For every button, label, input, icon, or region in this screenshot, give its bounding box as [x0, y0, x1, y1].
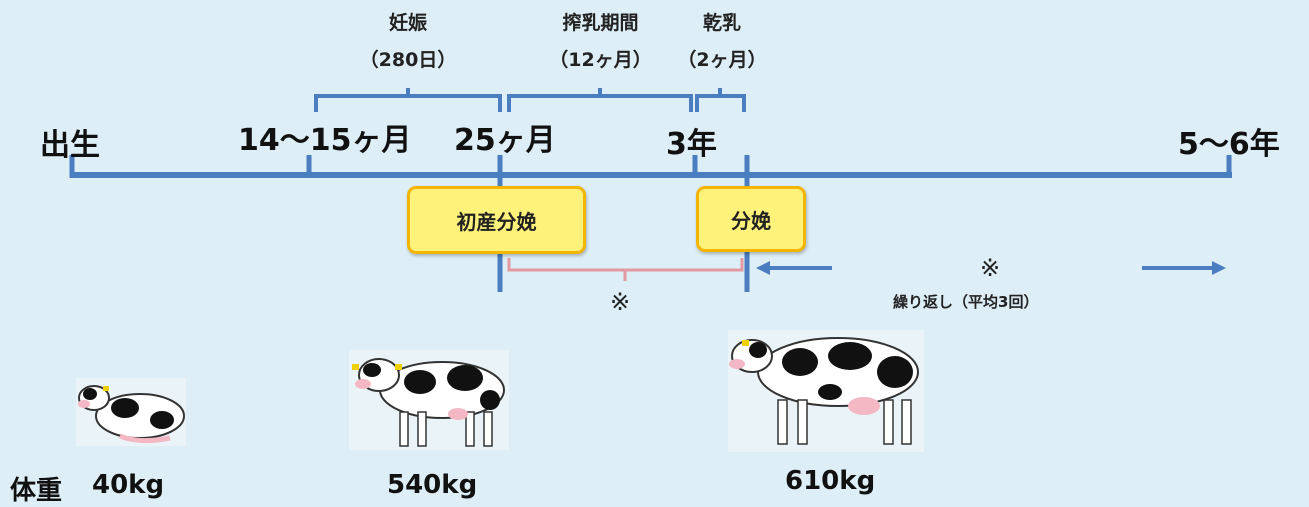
milestone-three-years: 3年	[666, 127, 717, 162]
period-dry-label: 乾乳	[702, 12, 741, 34]
period-dry: 乾乳 （2ヶ月）	[672, 8, 772, 72]
calving-interval-bracket	[507, 258, 744, 281]
calf-illustration	[76, 378, 186, 446]
repeat-arrow-left	[756, 261, 832, 275]
milestone-culling: 5～6年	[1178, 127, 1280, 162]
period-dry-duration: （2ヶ月）	[677, 49, 767, 71]
period-pregnancy-label: 妊娠	[388, 12, 427, 34]
repeat-label: 繰り返し（平均3回）	[893, 293, 1039, 311]
repeat-arrow-right	[1142, 261, 1226, 275]
period-pregnancy: 妊娠 （280日）	[358, 8, 458, 72]
repeat-mark: ※	[980, 254, 1001, 282]
period-pregnancy-duration: （280日）	[359, 49, 457, 71]
milking-bracket	[507, 88, 693, 112]
event-calving: 分娩	[696, 186, 806, 252]
period-milking-duration: （12ヶ月）	[549, 49, 652, 71]
milestone-first-calving: 25ヶ月	[454, 123, 556, 158]
calving-interval-mark: ※	[610, 288, 631, 316]
weight-calf: 40kg	[92, 470, 165, 500]
event-first-calving: 初産分娩	[407, 186, 586, 254]
heifer-illustration	[349, 350, 509, 450]
weight-adult: 610kg	[785, 466, 876, 496]
milestone-birth: 出生	[40, 128, 100, 163]
weight-label: 体重	[10, 476, 63, 506]
milestone-first-insemination: 14～15ヶ月	[238, 123, 412, 158]
dry-bracket	[695, 88, 746, 112]
period-milking: 搾乳期間 （12ヶ月）	[538, 8, 663, 72]
weight-heifer: 540kg	[387, 470, 478, 500]
adult-cow-illustration	[728, 330, 924, 452]
pregnancy-bracket	[314, 88, 502, 112]
period-milking-label: 搾乳期間	[562, 12, 639, 34]
